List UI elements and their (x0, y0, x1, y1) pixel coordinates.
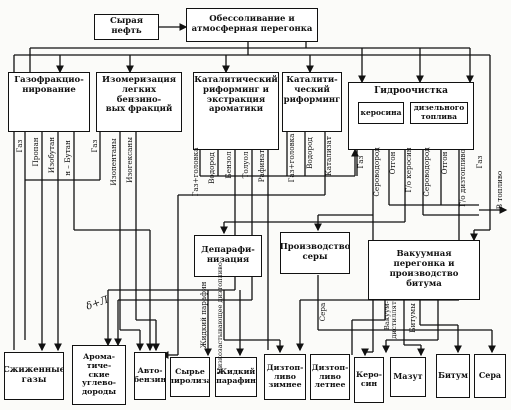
label-low-pour-diesel: Низкозастывающее дизтопливо (216, 262, 224, 374)
label-sulfur-line: Сера (318, 302, 327, 322)
label-gas-gf: Газ (15, 139, 24, 153)
label-hydrotreated-diesel: Г/о дизтопливо (458, 149, 467, 207)
label-gas-head-1: Газ+головка (191, 147, 200, 197)
label-gas-isom: Газ (90, 139, 99, 153)
hydrotreating-diesel-box: дизельного топлива (410, 102, 468, 124)
label-vacuum-distillate: Вакуум- дистиллят (377, 301, 405, 339)
product-auto-gasoline: Авто- бензин (134, 352, 166, 400)
label-catalyzate: Катализат (324, 136, 333, 176)
vacuum-distillation-box: Вакуумная перегонка и производство битум… (368, 240, 480, 300)
product-winter-diesel: Дизтоп- ливо зимнее (264, 354, 306, 400)
hydrotreating-kerosene-box: керосина (358, 102, 404, 124)
catalytic-reforming-box: Каталити- ческий риформинг (282, 72, 342, 132)
label-isohexanes: Изогексаны (125, 137, 134, 183)
hydrotreating-title: Гидроочистка (374, 86, 448, 96)
crude-oil-box: Сырая нефть (94, 14, 159, 40)
label-hydrogen-sulfide-2: Сероводород (422, 147, 431, 197)
label-raffinate: Рафинат (257, 149, 266, 183)
label-toluene: Толуол (241, 151, 250, 179)
product-bitumen: Битум (436, 354, 470, 398)
label-hydrogen-2: Водород (305, 137, 314, 169)
label-gas-ho-2: Газ (475, 155, 484, 169)
gas-fractionation-box: Газофракцио- нирование (8, 72, 90, 132)
label-gas-head-2: Газ+головка (287, 133, 296, 183)
label-gas-ho: Газ (356, 155, 365, 169)
product-fuel-oil: Мазут (390, 357, 426, 397)
label-hydrogen-sulfide-1: Сероводород (372, 147, 381, 197)
sulfur-production-box: Производство серы (280, 232, 350, 274)
product-liquefied-gases: Сжиженные газы (4, 352, 64, 400)
product-summer-diesel: Дизтоп- ливо летнее (310, 354, 350, 400)
label-benzene: Бензол (224, 151, 233, 179)
product-liquid-paraffin: Жидкий парафин (215, 357, 257, 397)
label-hydrogen-1: Водород (207, 152, 216, 184)
label-vacuum-distillate-text: Вакуум- дистиллят (383, 301, 398, 339)
label-isobutane: Изобутан (47, 136, 56, 174)
product-aromatic-hydrocarbons: Арома- тиче- ские углево- дороды (72, 345, 126, 405)
product-pyrolysis-feed: Сырье пиролиза (170, 357, 210, 397)
label-to-fuel: В топливо (495, 170, 504, 210)
label-hydrotreated-kerosene: Г/о керосин (404, 147, 413, 193)
reforming-aromatics-box: Каталитический риформинг и экстракция ар… (193, 72, 279, 150)
product-sulfur: Сера (474, 354, 506, 398)
label-offgas-1: Отгон (388, 151, 397, 175)
label-n-butane: н – Бутан (63, 140, 72, 176)
label-offgas-2: Отгон (440, 151, 449, 175)
dewaxing-box: Депарафи- низация (194, 235, 262, 277)
product-kerosene: Керо- син (354, 357, 384, 403)
label-bitumen-line: Битумы (408, 303, 417, 333)
label-liquid-paraffin-line: Жидкий парафин (199, 281, 208, 349)
isomerization-box: Изомеризация легких бензино- вых фракций (96, 72, 182, 132)
label-isopentanes: Изопентаны (109, 138, 118, 186)
desalting-distillation-box: Обессоливание и атмосферная перегонка (186, 8, 318, 42)
label-propane: Пропан (31, 137, 40, 167)
